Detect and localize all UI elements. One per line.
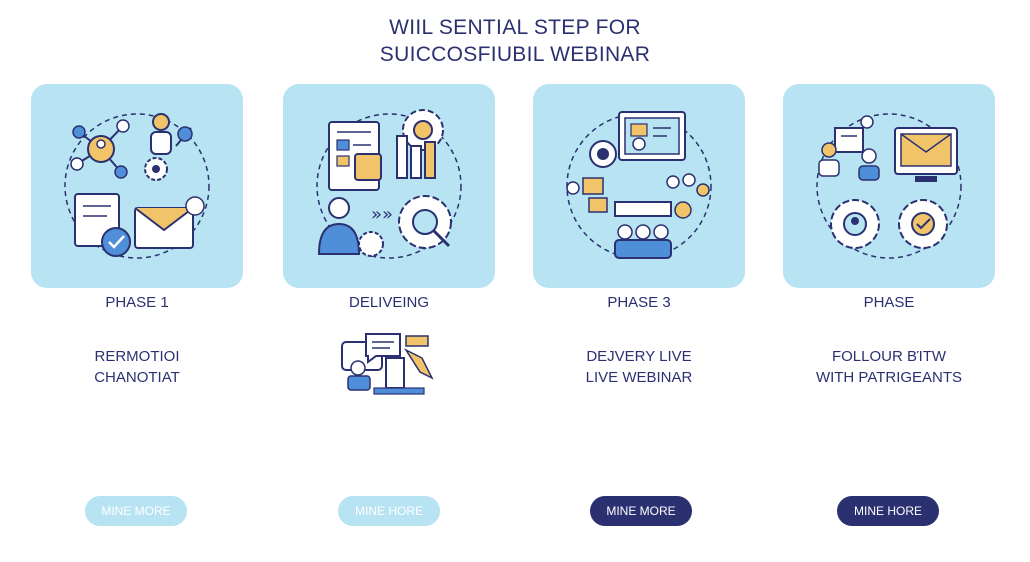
- phase-2-more-button[interactable]: MINE HORE: [338, 496, 440, 526]
- phase-4-description: FOLLOUR ΒΊΤW WITH PATRIGEANTS: [783, 346, 995, 388]
- phase-1-description: RERMOTIOI CHANOTIAT: [31, 346, 243, 388]
- delivery-mini-icon: [341, 333, 434, 395]
- phase-4-more-button[interactable]: MINE HORE: [837, 496, 939, 526]
- svg-text:»»: »»: [371, 204, 393, 225]
- phase-2-label: DELIVEING: [348, 294, 430, 311]
- phase-1-description-line-2: CHANOTIAT: [94, 369, 180, 386]
- live-presentation-icon: [566, 111, 712, 259]
- planning-gears-icon: »»: [316, 109, 462, 259]
- phase-1-more-button[interactable]: MINE MORE: [85, 496, 187, 526]
- phase-3-illustration-card: [533, 84, 745, 288]
- phase-3-label: PHASE 3: [607, 294, 671, 311]
- page-title-line-1: WIIL SENTIAL STEP FOR: [389, 16, 641, 39]
- phase-4-description-line-1: FOLLOUR ΒΊΤW: [831, 348, 947, 365]
- phase-1-label: PHASE 1: [105, 294, 169, 311]
- phase-4-label: PHASE: [863, 294, 915, 311]
- page-title-line-2: SUICCOSFIUBIL WEBINAR: [379, 43, 651, 66]
- phase-1-description-line-1: RERMOTIOI: [94, 348, 180, 365]
- phase-1-illustration-card: [31, 84, 243, 288]
- phase-3-description-line-2: LIVE WEBINAR: [585, 369, 693, 386]
- phase-3-description-line-1: DEJVERY LIVE: [586, 348, 692, 365]
- phase-4-description-line-2: WITH PATRIGEANTS: [815, 369, 963, 386]
- network-people-icon: [64, 113, 210, 259]
- phase-3-more-button[interactable]: MINE MORE: [590, 496, 692, 526]
- phase-4-illustration-card: [783, 84, 995, 288]
- page-title: WIIL SENTIAL STEP FOR SUICCOSFIUBIL WEBI…: [0, 14, 1030, 68]
- phase-3-description: DEJVERY LIVE LIVE WEBINAR: [533, 346, 745, 388]
- follow-up-gears-icon: [816, 113, 962, 259]
- phase-2-illustration-card: »»: [283, 84, 495, 288]
